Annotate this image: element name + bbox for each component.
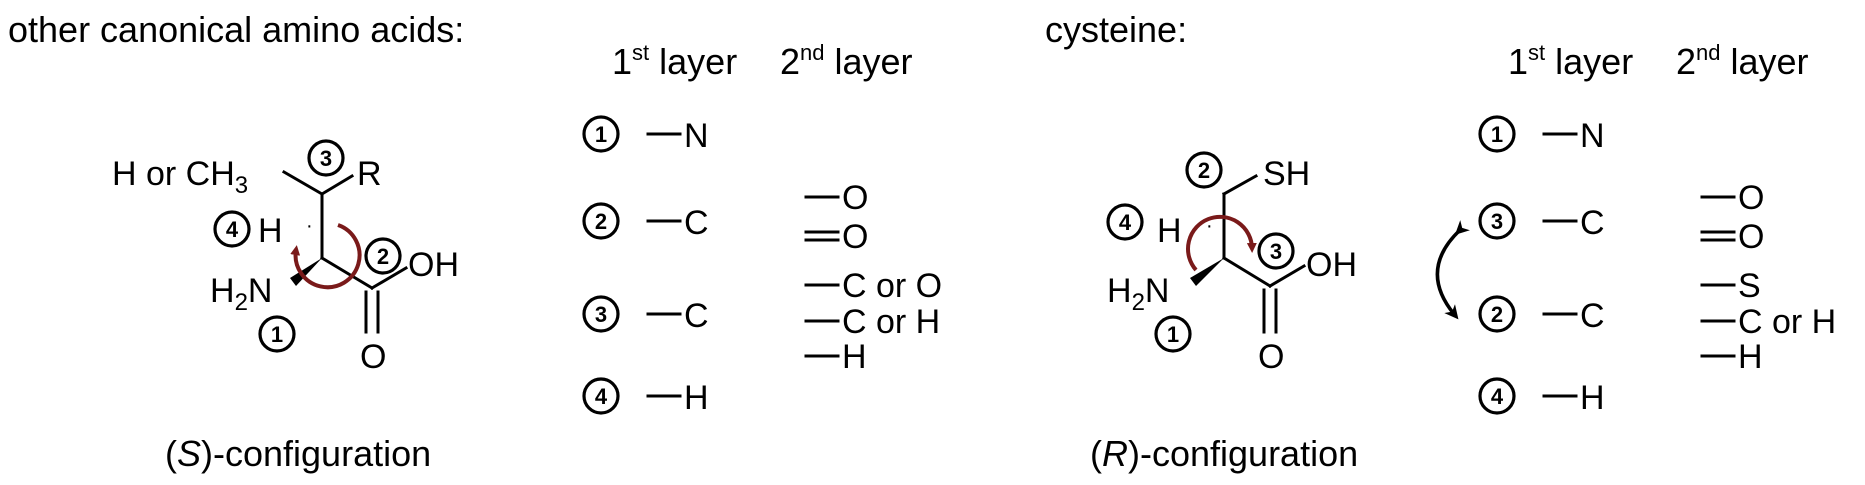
- svg-text:1st layer: 1st layer: [612, 40, 737, 82]
- left-row-1: 1 N: [582, 115, 709, 155]
- marker-cooh-priority: 3: [1257, 232, 1295, 270]
- svg-text:OH: OH: [408, 246, 459, 284]
- right-title: cysteine:: [1045, 9, 1187, 50]
- svg-text:H: H: [1738, 338, 1763, 376]
- svg-text:1st layer: 1st layer: [1508, 40, 1633, 82]
- right-row-1: 1 N: [1478, 115, 1605, 155]
- marker-cooh-priority: 2: [364, 237, 402, 275]
- left-row-3: 3 C C or O C or H H: [582, 267, 942, 376]
- svg-text:N: N: [684, 117, 709, 155]
- marker-nh2-priority: 1: [258, 315, 296, 353]
- left-configuration-label: (S)-configuration: [165, 433, 431, 474]
- svg-text:H: H: [842, 338, 867, 376]
- svg-text:H: H: [1580, 379, 1605, 417]
- svg-text:H: H: [684, 379, 709, 417]
- right-nh2: H2N: [1107, 272, 1169, 316]
- svg-text:1: 1: [595, 122, 607, 147]
- svg-text:3: 3: [595, 302, 607, 327]
- left-molecule: H or CH3 R H · H2N OH O 3 4 2: [112, 139, 459, 376]
- marker-h-priority: 4: [213, 210, 251, 248]
- svg-text:SH: SH: [1263, 155, 1310, 193]
- svg-text:4: 4: [595, 384, 608, 409]
- svg-text:3: 3: [1491, 209, 1503, 234]
- svg-text:C or H: C or H: [842, 303, 940, 341]
- left-row-4: 4 H: [582, 377, 709, 417]
- svg-text:·: ·: [1206, 215, 1213, 237]
- svg-text:O: O: [1738, 179, 1764, 217]
- left-row-2: 2 C O O: [582, 179, 868, 256]
- marker-r-priority: 3: [307, 139, 345, 177]
- svg-text:C or H: C or H: [1738, 303, 1836, 341]
- h-or-ch3-label: H or CH3: [112, 155, 248, 199]
- svg-text:1: 1: [1491, 122, 1503, 147]
- left-priority-table: 1 N 2 C O O 3 C C or O C or H H: [582, 115, 942, 417]
- rotation-arrow-icon: [290, 223, 362, 290]
- svg-text:4: 4: [1491, 384, 1504, 409]
- svg-text:4: 4: [226, 217, 239, 242]
- svg-text:C: C: [684, 297, 709, 335]
- left-nh2: H2N: [210, 272, 272, 316]
- right-configuration-label: (R)-configuration: [1090, 433, 1358, 474]
- swap-priority-arrow-icon: [1435, 220, 1470, 320]
- svg-text:O: O: [360, 338, 386, 376]
- svg-text:3: 3: [1270, 239, 1282, 264]
- svg-text:3: 3: [320, 146, 332, 171]
- right-row-3: 2 C S C or H H: [1478, 267, 1836, 376]
- svg-text:O: O: [842, 218, 868, 256]
- svg-text:S: S: [1738, 267, 1761, 305]
- rotation-arrow-icon: [1186, 214, 1257, 272]
- right-molecule: SH H · H2N OH O 2 4 3 1: [1106, 151, 1357, 376]
- svg-text:2: 2: [1491, 302, 1503, 327]
- marker-sh-priority: 2: [1185, 151, 1223, 189]
- svg-text:1: 1: [1167, 322, 1179, 347]
- svg-text:C: C: [1580, 204, 1605, 242]
- svg-text:2: 2: [377, 244, 389, 269]
- left-title: other canonical amino acids:: [8, 9, 464, 50]
- svg-text:1: 1: [271, 322, 283, 347]
- marker-h-priority: 4: [1106, 203, 1144, 241]
- svg-text:2nd layer: 2nd layer: [1676, 40, 1809, 82]
- svg-text:O: O: [842, 179, 868, 217]
- svg-text:4: 4: [1119, 210, 1132, 235]
- svg-text:C: C: [684, 204, 709, 242]
- svg-text:OH: OH: [1306, 246, 1357, 284]
- left-layer-header: 1st layer 2nd layer: [612, 40, 913, 82]
- right-row-2: 3 C O O: [1478, 179, 1764, 256]
- svg-text:2nd layer: 2nd layer: [780, 40, 913, 82]
- svg-text:C or O: C or O: [842, 267, 942, 305]
- svg-text:O: O: [1258, 338, 1284, 376]
- svg-text:2: 2: [595, 209, 607, 234]
- marker-nh2-priority: 1: [1154, 315, 1192, 353]
- svg-text:O: O: [1738, 218, 1764, 256]
- right-layer-header: 1st layer 2nd layer: [1508, 40, 1809, 82]
- right-row-4: 4 H: [1478, 377, 1605, 417]
- svg-text:2: 2: [1198, 158, 1210, 183]
- svg-text:·: ·: [306, 215, 313, 237]
- svg-text:H: H: [258, 212, 283, 250]
- svg-text:N: N: [1580, 117, 1605, 155]
- svg-text:R: R: [357, 155, 382, 193]
- right-priority-table: 1 N 3 C O O 2 C S C or H H: [1478, 115, 1836, 417]
- svg-text:H: H: [1157, 212, 1182, 250]
- svg-text:C: C: [1580, 297, 1605, 335]
